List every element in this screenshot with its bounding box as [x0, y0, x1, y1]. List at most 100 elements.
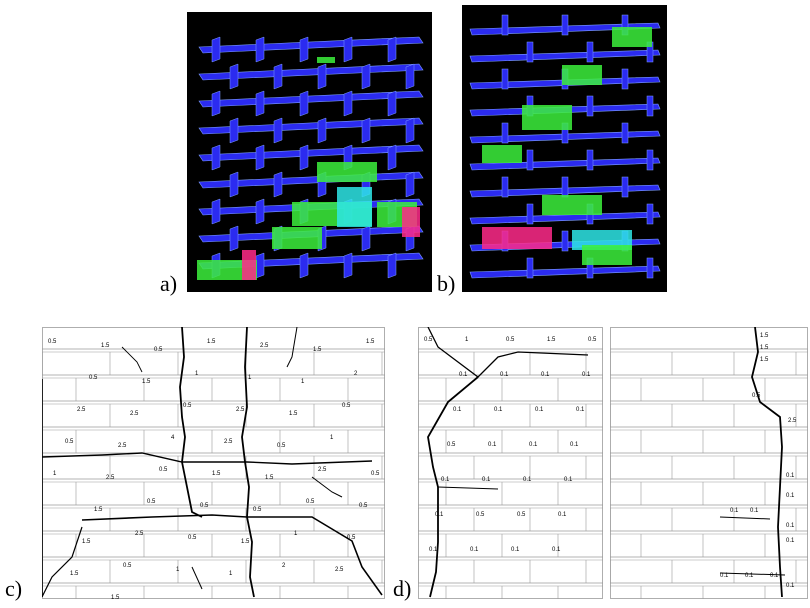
- crack-width-label: 0.1: [576, 407, 585, 413]
- crack-width-label: 1: [53, 471, 57, 477]
- crack-width-label: 0.1: [441, 477, 450, 483]
- head-joint: [211, 36, 221, 63]
- crack-width-label: 1: [465, 337, 469, 343]
- crack-width-label: 0.5: [306, 499, 315, 505]
- damage-zone: [582, 245, 632, 265]
- crack-width-label: 1: [248, 375, 252, 381]
- panel-c-drawing: 0.5 1.5 0.5 1.5 2.5 1.5 1.5 0.5 1.5 1 1 1 2 2.5 2.5 0.5…: [42, 327, 385, 599]
- crack-width-label: 0.1: [786, 583, 795, 589]
- damage-zone: [272, 227, 322, 249]
- panel-b-render: [462, 5, 667, 292]
- crack-width-label: 0.5: [89, 375, 98, 381]
- panel-a-render: [187, 12, 432, 292]
- crack-line: [191, 566, 203, 590]
- head-joint: [405, 63, 415, 90]
- crack-width-label: 2.5: [77, 407, 86, 413]
- crack-width-label: 1.5: [101, 343, 110, 349]
- head-joint: [621, 122, 629, 144]
- head-joint: [526, 41, 534, 63]
- damage-zone: [337, 187, 372, 227]
- damage-zone: [402, 207, 420, 237]
- head-joint: [255, 36, 265, 63]
- crack-width-label: 1.5: [94, 507, 103, 513]
- crack-width-label: 1.5: [313, 347, 322, 353]
- crack-width-label: 0.5: [447, 442, 456, 448]
- crack-width-label: 0.5: [183, 403, 192, 409]
- crack-width-label: 0.1: [488, 442, 497, 448]
- bed-joint-slab: [469, 265, 661, 279]
- head-joint: [255, 198, 265, 225]
- crack-width-label: 0.1: [482, 477, 491, 483]
- crack-width-label: 1.5: [760, 345, 769, 351]
- panel-b-3d-model: [462, 5, 667, 292]
- bed-joint-slab: [469, 49, 661, 63]
- damage-zone: [522, 105, 572, 130]
- head-joint: [343, 252, 353, 279]
- crack-line: [286, 327, 298, 368]
- head-joint: [255, 90, 265, 117]
- crack-width-label: 0.5: [154, 347, 163, 353]
- head-joint: [387, 252, 397, 279]
- crack-width-label: 2.5: [224, 439, 233, 445]
- crack-width-label: 0.5: [147, 499, 156, 505]
- crack-width-label: 0.5: [277, 443, 286, 449]
- head-joint: [387, 36, 397, 63]
- head-joint: [255, 144, 265, 171]
- head-joint: [561, 230, 569, 252]
- head-joint: [501, 122, 509, 144]
- crack-width-label: 1.5: [82, 539, 91, 545]
- crack-width-label: 0.5: [342, 403, 351, 409]
- crack-width-label: 0.1: [786, 493, 795, 499]
- head-joint: [361, 117, 371, 144]
- crack-width-label: 2.5: [335, 567, 344, 573]
- crack-width-label: 1: [176, 567, 180, 573]
- head-joint: [343, 36, 353, 63]
- crack-width-label: 0.5: [48, 339, 57, 345]
- head-joint: [299, 36, 309, 63]
- crack-width-label: 0.1: [564, 477, 573, 483]
- crack-line: [81, 514, 383, 596]
- head-joint: [387, 144, 397, 171]
- crack-width-label: 0.1: [720, 573, 729, 579]
- crack-width-label: 0.1: [529, 442, 538, 448]
- crack-width-label: 1: [229, 571, 233, 577]
- crack-width-label: 2.5: [106, 475, 115, 481]
- head-joint: [299, 144, 309, 171]
- head-joint: [211, 144, 221, 171]
- head-joint: [501, 14, 509, 36]
- head-joint: [646, 149, 654, 171]
- damage-zone: [317, 57, 335, 63]
- crack-width-label: 0.1: [582, 372, 591, 378]
- crack-width-label: 1.5: [142, 379, 151, 385]
- crack-width-label: 1.5: [207, 339, 216, 345]
- head-joint: [526, 203, 534, 225]
- crack-width-label: 2: [354, 371, 358, 377]
- crack-width-label: 2.5: [130, 411, 139, 417]
- crack-width-label: 0.5: [371, 471, 380, 477]
- head-joint: [255, 252, 265, 279]
- head-joint: [621, 176, 629, 198]
- crack-width-label: 0.5: [253, 507, 262, 513]
- crack-width-label: 0.5: [424, 337, 433, 343]
- crack-width-label: 0.1: [511, 547, 520, 553]
- head-joint: [405, 117, 415, 144]
- crack-width-label: 0.1: [730, 508, 739, 514]
- crack-width-label: 0.1: [770, 573, 779, 579]
- crack-width-label: 0.5: [200, 503, 209, 509]
- head-joint: [229, 225, 239, 252]
- panel-d-label: d): [393, 576, 412, 601]
- head-joint: [586, 41, 594, 63]
- crack-line: [719, 572, 786, 576]
- wall-outline: [610, 327, 808, 599]
- crack-width-label: 0.1: [523, 477, 532, 483]
- crack-width-label: 1: [301, 379, 305, 385]
- crack-width-label: 1.5: [241, 539, 250, 545]
- head-joint: [343, 90, 353, 117]
- crack-width-label: 0.1: [558, 512, 567, 518]
- head-joint: [229, 171, 239, 198]
- panel-b-label: b): [437, 271, 456, 296]
